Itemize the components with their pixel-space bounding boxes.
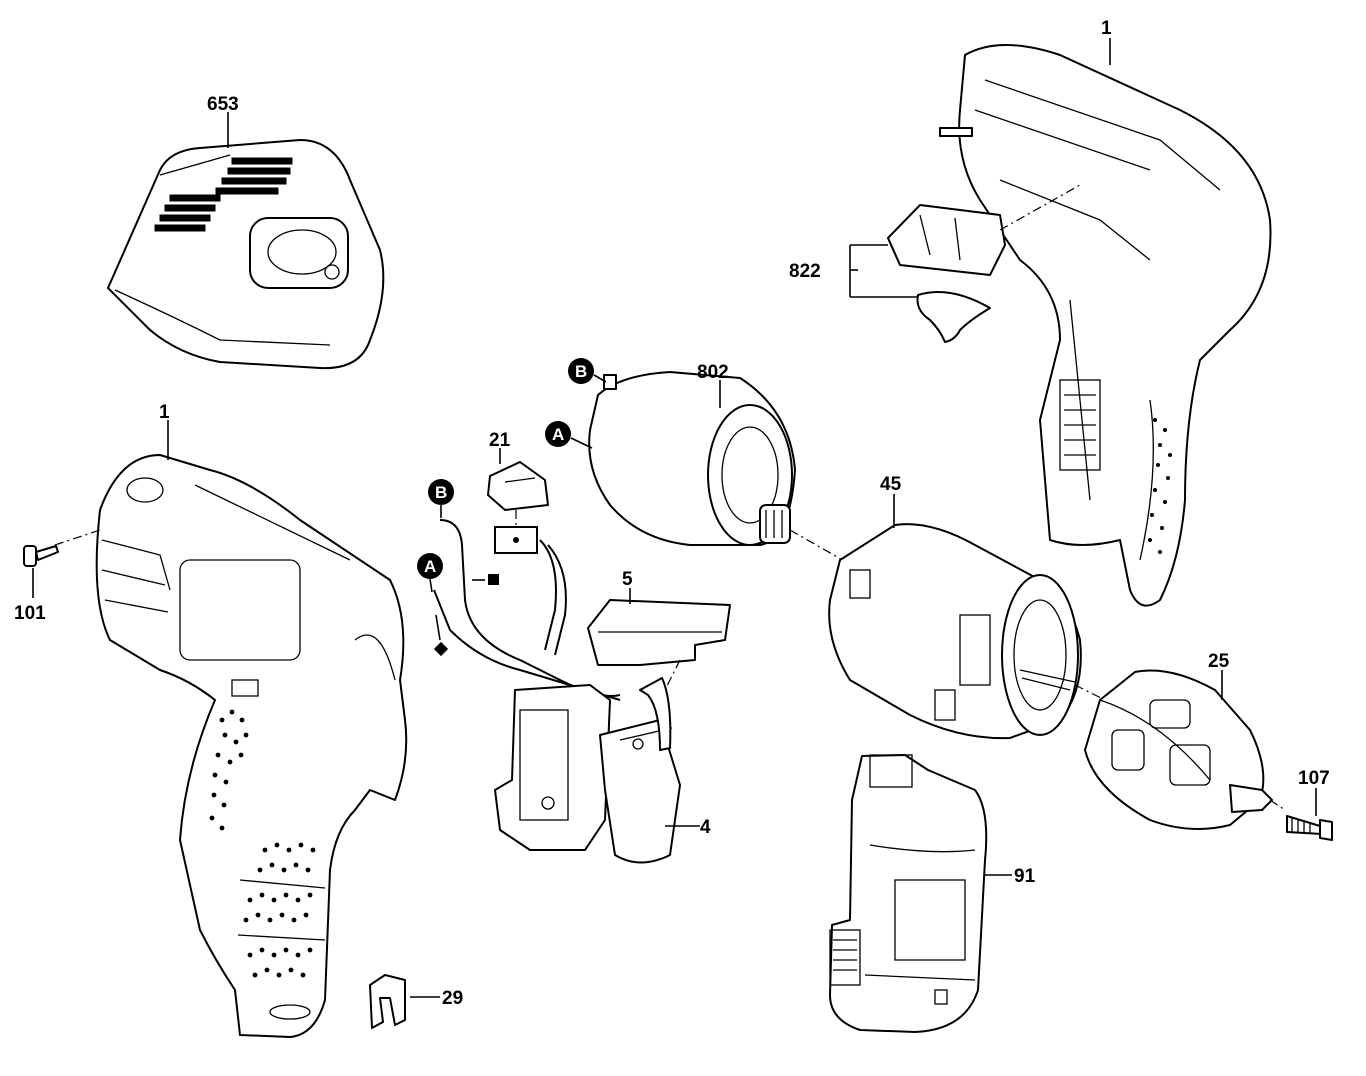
svg-text:B: B <box>435 483 447 502</box>
part-5-cover-plate <box>587 588 731 701</box>
callout-101: 101 <box>14 603 46 624</box>
part-1-housing-right <box>939 38 1272 607</box>
callout-91: 91 <box>1014 866 1036 887</box>
marker-a-motor: A <box>545 421 593 449</box>
part-1-housing-left <box>54 420 408 1038</box>
part-101-screw <box>23 545 59 598</box>
part-822-switch-cover <box>849 184 1081 343</box>
part-45-gearbox <box>828 494 1106 740</box>
callout-45: 45 <box>880 474 902 495</box>
part-653-charger <box>107 112 385 370</box>
part-29-clip <box>369 974 440 1029</box>
callout-107: 107 <box>1298 768 1330 789</box>
part-21-contact <box>487 448 549 554</box>
svg-text:A: A <box>424 557 436 576</box>
callout-1-top: 1 <box>1101 18 1112 39</box>
part-107-screw <box>1286 788 1333 841</box>
callout-802: 802 <box>697 362 729 383</box>
callout-822: 822 <box>789 261 821 282</box>
callout-5: 5 <box>622 569 633 590</box>
callout-4: 4 <box>700 817 711 838</box>
callout-21: 21 <box>489 430 511 451</box>
svg-text:A: A <box>552 425 564 444</box>
marker-a-wire: A <box>417 553 443 593</box>
callout-653: 653 <box>207 94 239 115</box>
callout-1-left: 1 <box>159 402 170 423</box>
marker-b-motor: B <box>568 358 607 384</box>
part-25-chuck <box>1084 669 1286 830</box>
svg-text:B: B <box>575 362 587 381</box>
part-4-switch <box>494 677 700 864</box>
part-802-motor <box>588 371 861 571</box>
marker-b-wire: B <box>428 479 454 518</box>
callout-25: 25 <box>1208 651 1230 672</box>
part-91-battery <box>829 754 1012 1033</box>
callout-29: 29 <box>442 988 463 1009</box>
